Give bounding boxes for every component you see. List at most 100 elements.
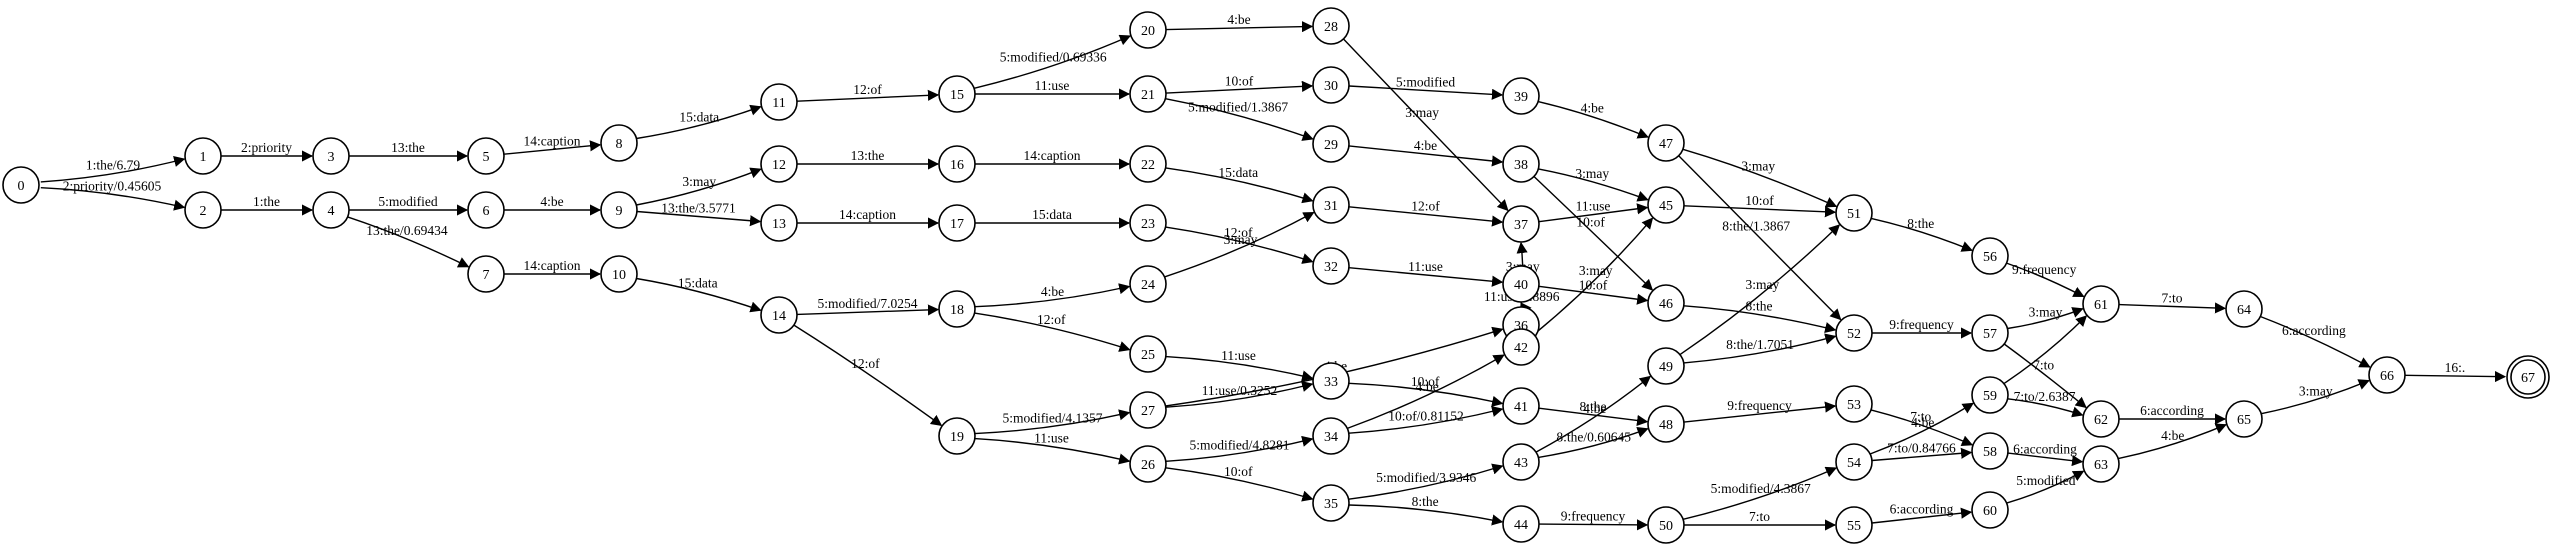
edge-label: 1:the/6.79 bbox=[86, 158, 141, 173]
state-node: 20 bbox=[1129, 11, 1167, 49]
state-node: 0 bbox=[2, 166, 40, 204]
edge-arrow bbox=[1533, 217, 1654, 335]
edge-arrow bbox=[974, 437, 1131, 465]
state-node: 39 bbox=[1502, 77, 1540, 115]
state-circle bbox=[1971, 491, 2009, 529]
edge-label: 8:the/1.3867 bbox=[1722, 218, 1790, 233]
edge-arrow bbox=[347, 216, 470, 268]
state-circle bbox=[1129, 145, 1167, 183]
edge-arrow bbox=[1348, 145, 1504, 167]
state-label: 32 bbox=[1324, 260, 1338, 275]
edge-label: 3:may bbox=[1746, 277, 1780, 292]
edge-arrow bbox=[2118, 423, 2227, 460]
state-circle bbox=[938, 145, 976, 183]
state-node: 67 bbox=[2506, 355, 2550, 399]
edge-label: 9:frequency bbox=[1561, 509, 1626, 524]
edge-label: 11:use/0.3252 bbox=[1202, 383, 1278, 398]
state-circle bbox=[2082, 285, 2120, 323]
edge-label: 11:use bbox=[1221, 348, 1256, 363]
state-node: 61 bbox=[2082, 285, 2120, 323]
state-node: 64 bbox=[2225, 290, 2263, 328]
edge-label: 11:use bbox=[1034, 431, 1069, 446]
edge-label: 8:the bbox=[1412, 494, 1439, 509]
edge-label: 8:the bbox=[1580, 399, 1607, 414]
state-circle bbox=[1129, 75, 1167, 113]
edge-label: 8:the/0.60645 bbox=[1556, 430, 1631, 445]
state-label: 1 bbox=[200, 150, 207, 165]
edge-arrow bbox=[1533, 175, 1654, 291]
state-circle bbox=[467, 191, 505, 229]
state-circle bbox=[1502, 387, 1540, 425]
edge-arrow bbox=[1538, 427, 1649, 459]
state-node: 17 bbox=[938, 204, 976, 242]
edge-label: 3:may bbox=[2299, 384, 2333, 399]
edge-label: 8:the/1.7051 bbox=[1726, 337, 1794, 352]
state-label: 59 bbox=[1983, 389, 1997, 404]
state-node: 8 bbox=[600, 124, 638, 162]
state-circle bbox=[760, 83, 798, 121]
edge-arrow bbox=[1165, 467, 1314, 502]
edge-arrow bbox=[1165, 80, 1314, 94]
state-circle bbox=[1835, 385, 1873, 423]
edge-arrow bbox=[974, 409, 1131, 435]
edge-label: 6:according bbox=[2140, 403, 2204, 418]
edge-label: 11:use bbox=[1576, 199, 1611, 214]
state-node: 2 bbox=[184, 191, 222, 229]
edge-label: 9:frequency bbox=[1727, 398, 1792, 413]
edge-arrow bbox=[636, 104, 762, 140]
state-circle bbox=[2225, 400, 2263, 438]
state-circle bbox=[760, 204, 798, 242]
edge-label: 10:of bbox=[1224, 464, 1253, 479]
edge-label: 12:of bbox=[1037, 312, 1066, 327]
edge-arrow bbox=[1537, 100, 1649, 139]
state-node: 18 bbox=[938, 290, 976, 328]
state-label: 53 bbox=[1847, 398, 1861, 413]
state-node: 30 bbox=[1312, 66, 1350, 104]
edge-label: 11:use bbox=[1035, 78, 1070, 93]
state-label: 45 bbox=[1659, 199, 1673, 214]
state-circle bbox=[1312, 7, 1350, 45]
edge-label: 5:modified/1.3867 bbox=[1188, 100, 1288, 115]
edge-arrow bbox=[1679, 224, 1841, 356]
nodes-layer: 0123456789101112131415161718192021222324… bbox=[2, 7, 2550, 544]
edge-arrow bbox=[636, 277, 762, 313]
state-circle bbox=[1835, 443, 1873, 481]
edge-label: 7:to/2.6387 bbox=[2014, 389, 2076, 404]
state-circle bbox=[1647, 284, 1685, 322]
edge-arrow bbox=[2003, 343, 2087, 409]
state-label: 14 bbox=[772, 309, 786, 324]
state-label: 58 bbox=[1983, 445, 1997, 460]
state-label: 24 bbox=[1141, 278, 1155, 293]
edge-arrow bbox=[1348, 206, 1504, 227]
edge-label: 7:to bbox=[2161, 291, 2182, 306]
state-node: 14 bbox=[760, 296, 798, 334]
edge-label: 4:be bbox=[1227, 12, 1250, 27]
state-circle bbox=[1312, 362, 1350, 400]
edge-label: 10:of bbox=[1745, 193, 1774, 208]
edge-arrow bbox=[793, 324, 943, 426]
state-label: 5 bbox=[483, 150, 490, 165]
state-circle bbox=[1129, 265, 1167, 303]
edge-label: 11:use bbox=[1408, 259, 1443, 274]
state-circle bbox=[1129, 335, 1167, 373]
state-circle bbox=[312, 137, 350, 175]
state-label: 12 bbox=[772, 158, 786, 173]
state-node: 21 bbox=[1129, 75, 1167, 113]
edge-arrow bbox=[1678, 155, 1842, 321]
state-node: 24 bbox=[1129, 265, 1167, 303]
state-node: 15 bbox=[938, 75, 976, 113]
state-circle bbox=[1312, 417, 1350, 455]
state-label: 49 bbox=[1659, 360, 1673, 375]
state-node: 1 bbox=[184, 137, 222, 175]
edge-arrow bbox=[1348, 463, 1504, 500]
edge-label: 10:of bbox=[1411, 374, 1440, 389]
edge-arrow bbox=[796, 89, 940, 102]
edge-arrow bbox=[2006, 470, 2085, 504]
edge-label: 9:frequency bbox=[1889, 317, 1954, 332]
state-circle bbox=[1647, 186, 1685, 224]
state-label: 46 bbox=[1659, 297, 1673, 312]
edge-label: 6:according bbox=[2282, 323, 2346, 338]
state-circle bbox=[938, 75, 976, 113]
state-label: 67 bbox=[2521, 371, 2535, 386]
state-circle bbox=[938, 204, 976, 242]
